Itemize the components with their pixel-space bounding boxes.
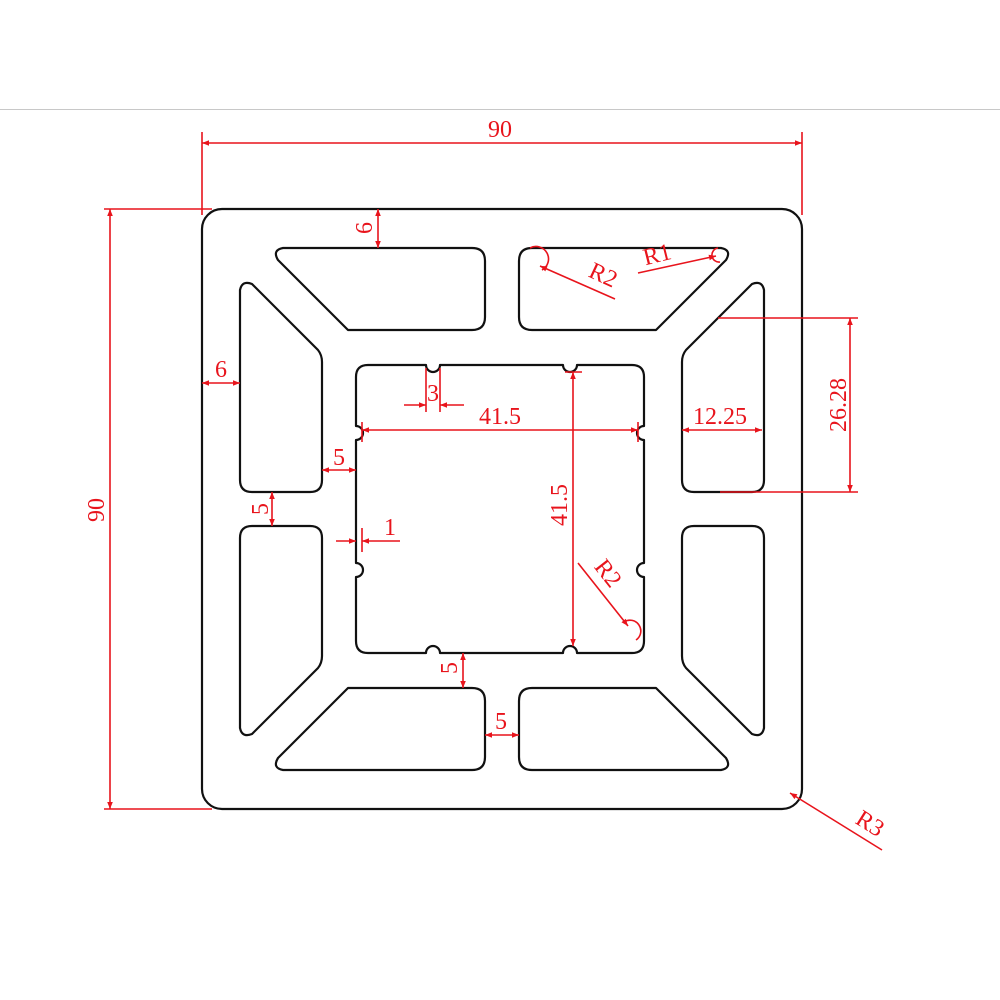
dim-label: 41.5 — [479, 404, 521, 430]
dim-label: 5 — [333, 445, 345, 471]
dim-label: 90 — [488, 117, 512, 143]
dim-notch-depth: 1 — [336, 515, 400, 552]
dim-label: 12.25 — [693, 404, 747, 430]
hole-left-lower — [238, 524, 324, 737]
dim-overall-width: 90 — [201, 117, 803, 215]
dim-label: 90 — [84, 498, 110, 522]
dim-side-wall: 6 — [202, 357, 240, 386]
dim-label: 6 — [215, 357, 227, 383]
dim-label: 26.28 — [826, 378, 852, 432]
dim-overall-height: 90 — [84, 208, 212, 810]
dim-radius-inner: R2 — [577, 555, 642, 641]
hole-right-lower — [680, 524, 766, 737]
dim-label: 6 — [352, 222, 378, 234]
dim-label: 5 — [437, 662, 463, 674]
dim-web-bottom-horizontal: 5 — [485, 709, 519, 738]
dim-label: 5 — [495, 709, 507, 735]
dim-label: 5 — [248, 503, 274, 515]
dim-notch-width: 3 — [404, 368, 464, 412]
hole-bottom-left — [274, 686, 487, 772]
hole-top-left — [274, 246, 487, 332]
dim-label: 1 — [384, 515, 396, 541]
center-hole — [354, 363, 646, 655]
dim-radius-small: R1 — [637, 239, 721, 274]
dim-radius-slot: R2 — [529, 245, 621, 300]
dim-web-left: 5 — [322, 445, 356, 473]
hole-bottom-right — [517, 686, 730, 772]
dim-label: R2 — [589, 555, 627, 593]
dim-inner-width: 41.5 — [361, 404, 639, 442]
dim-radius-outer: R3 — [789, 792, 889, 851]
dim-inner-height: 41.5 — [547, 371, 582, 646]
dim-top-wall: 6 — [352, 209, 381, 248]
dim-slot-height: 26.28 — [718, 317, 858, 493]
hole-top-right — [517, 246, 730, 332]
hole-left-upper — [238, 281, 324, 494]
dim-web-bottom: 5 — [437, 653, 466, 688]
dim-label: R3 — [851, 806, 889, 843]
dim-slot-width: 12.25 — [682, 404, 762, 433]
dim-label: 41.5 — [547, 484, 573, 526]
dim-label: 3 — [427, 381, 439, 407]
hole-right-upper — [680, 281, 766, 494]
dim-web-vertical: 5 — [248, 492, 275, 526]
outer-profile — [200, 207, 804, 811]
page-divider-line — [0, 109, 1000, 110]
